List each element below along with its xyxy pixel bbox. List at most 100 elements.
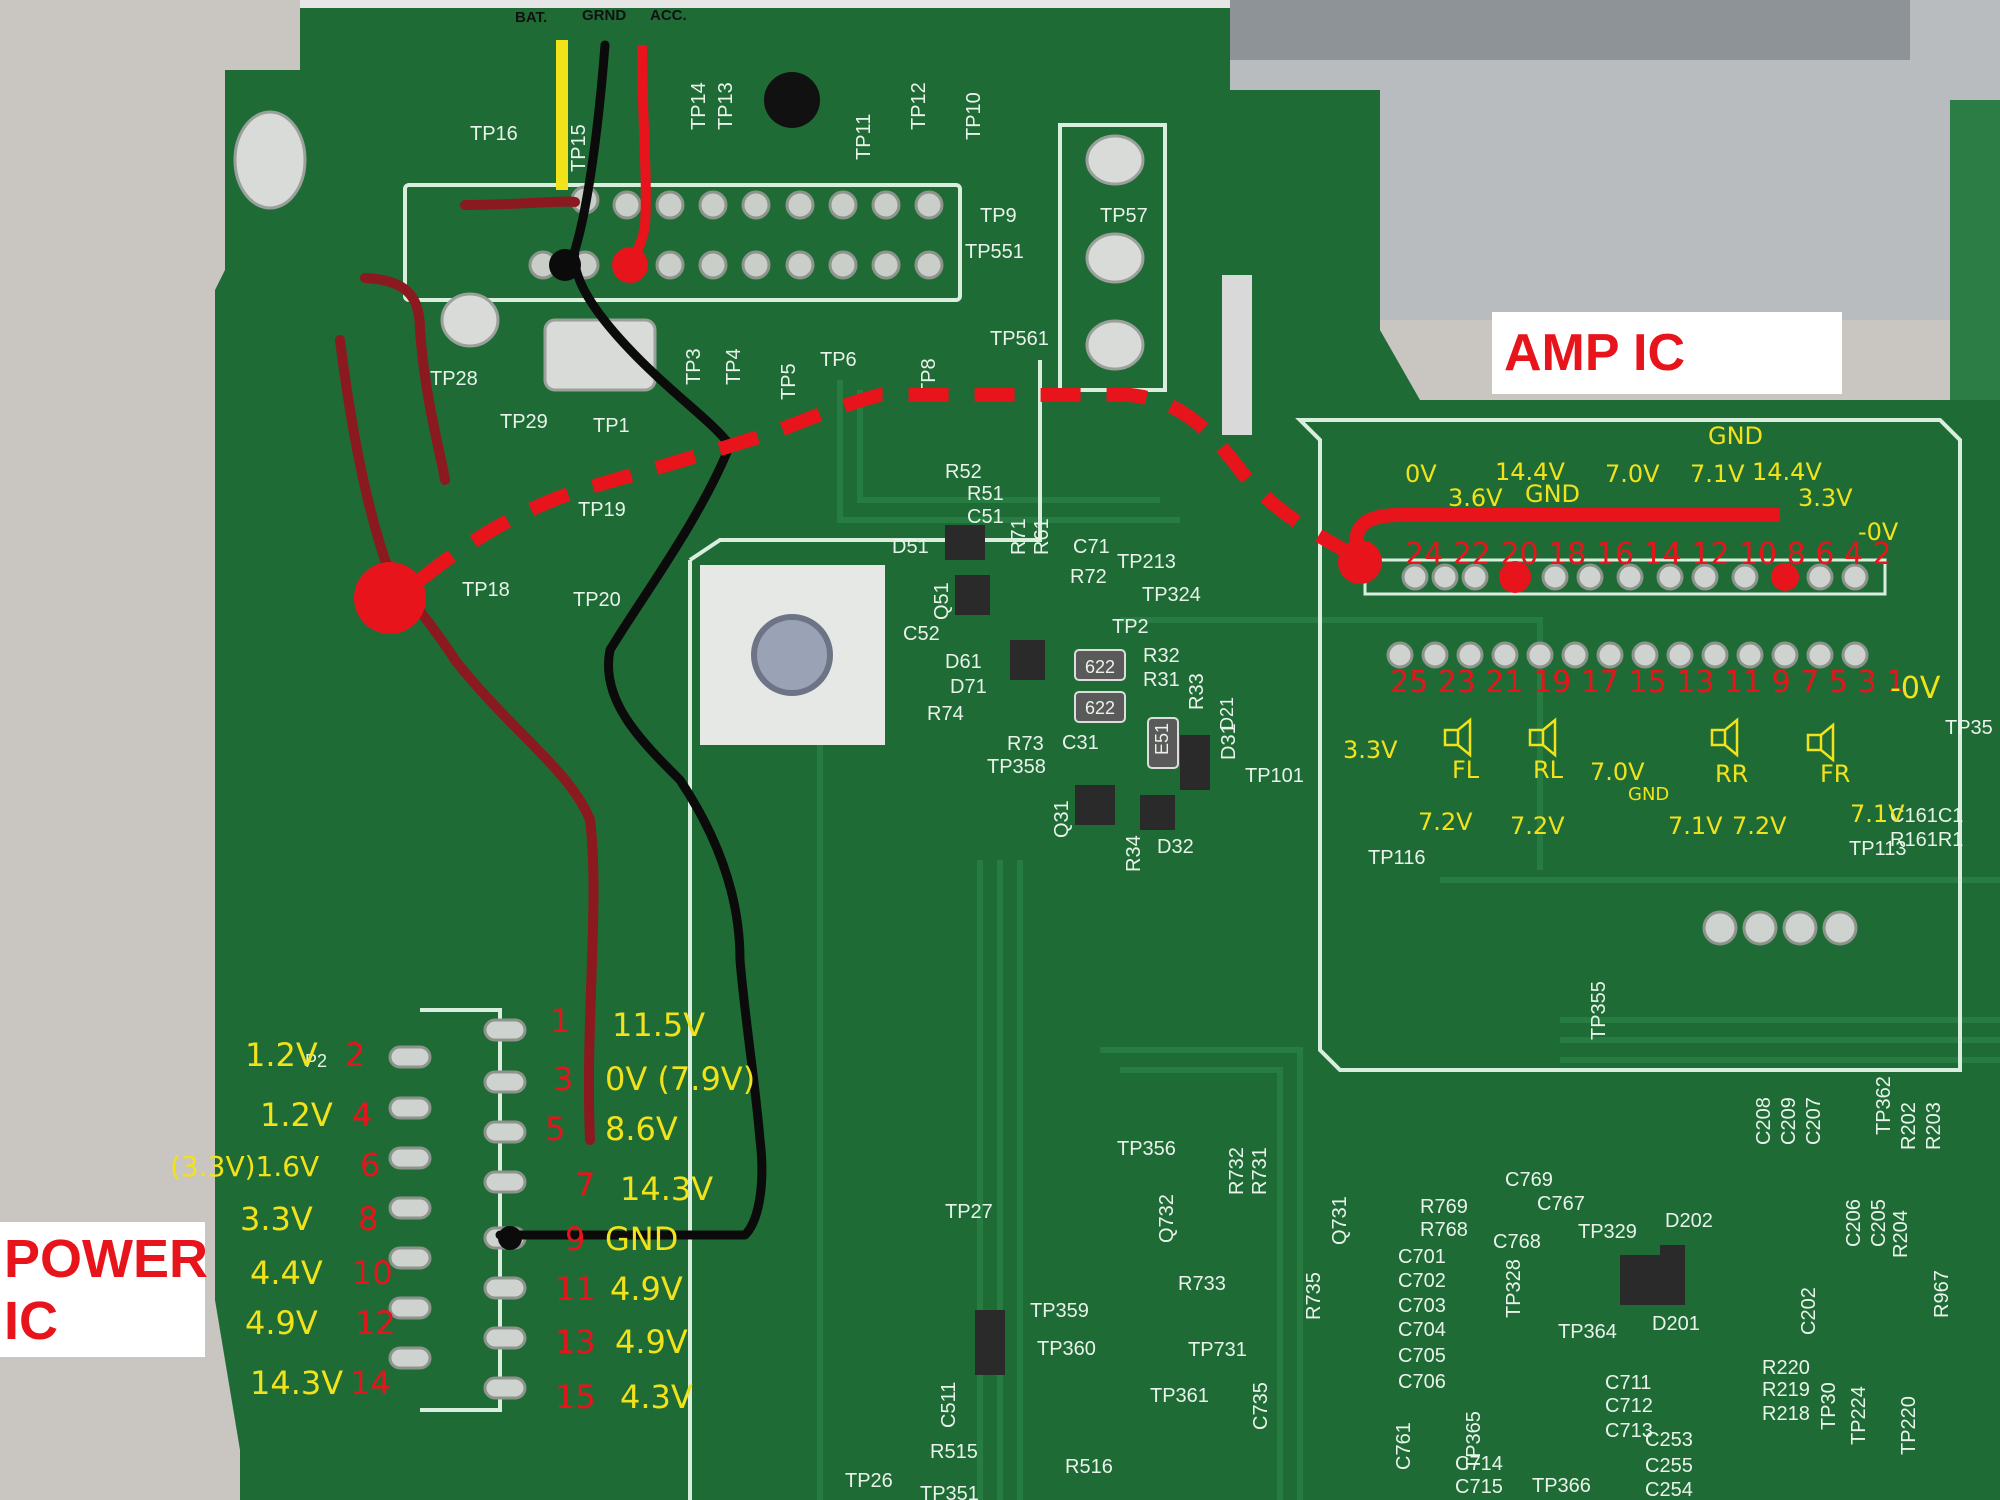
power-right-pin-5: 11 xyxy=(555,1270,596,1308)
svg-text:TP731: TP731 xyxy=(1188,1339,1247,1361)
power-right-v-5: 4.9V xyxy=(610,1270,683,1308)
svg-text:C253: C253 xyxy=(1645,1429,1693,1451)
power-ic-pads xyxy=(388,1018,527,1400)
svg-text:R967: R967 xyxy=(1931,1270,1953,1318)
svg-text:D61: D61 xyxy=(945,651,982,673)
svg-text:C703: C703 xyxy=(1398,1295,1446,1317)
amp-v-6: GND xyxy=(1708,422,1763,450)
svg-text:C715: C715 xyxy=(1455,1476,1503,1498)
svg-text:Q732: Q732 xyxy=(1156,1194,1178,1243)
svg-text:TP57: TP57 xyxy=(1100,205,1148,227)
svg-text:TP9: TP9 xyxy=(980,205,1017,227)
svg-text:Q51: Q51 xyxy=(931,582,953,620)
amp-v-1: 3.6V xyxy=(1448,484,1503,512)
amp-pin-numbers: 24 22 20 18 16 14 12 10 8 6 4 2 25 23 21… xyxy=(1390,537,1905,700)
svg-text:TP355: TP355 xyxy=(1588,981,1610,1040)
svg-text:C209: C209 xyxy=(1778,1097,1800,1145)
silkscreen-labels: TP16 TP15 TP14 TP13 TP12 TP11 TP10 TP9 T… xyxy=(305,82,1993,1500)
svg-text:R218: R218 xyxy=(1762,1403,1810,1425)
svg-text:TP101: TP101 xyxy=(1245,765,1304,787)
power-right-v-7: 4.3V xyxy=(620,1378,693,1416)
amp-bv-4: 7.0V xyxy=(1590,758,1645,786)
svg-text:C207: C207 xyxy=(1803,1097,1825,1145)
svg-text:TP28: TP28 xyxy=(430,368,478,390)
svg-text:TP358: TP358 xyxy=(987,756,1046,778)
power-right-v-1: 0V (7.9V) xyxy=(605,1060,755,1098)
svg-text:C706: C706 xyxy=(1398,1371,1446,1393)
amp-top-pin-numbers: 24 22 20 18 16 14 12 10 8 6 4 2 xyxy=(1405,537,1892,572)
svg-text:TP551: TP551 xyxy=(965,241,1024,263)
svg-text:C713: C713 xyxy=(1605,1420,1653,1442)
speaker-fl: FL xyxy=(1452,756,1480,784)
svg-text:D201: D201 xyxy=(1652,1313,1700,1335)
svg-text:R220: R220 xyxy=(1762,1357,1810,1379)
svg-text:Q31: Q31 xyxy=(1051,800,1073,838)
svg-text:C161C1: C161C1 xyxy=(1890,805,1963,827)
power-left-pin-2: 6 xyxy=(360,1146,380,1184)
amp-bv-2: 7.2V xyxy=(1418,808,1473,836)
svg-text:E51: E51 xyxy=(1152,723,1172,755)
svg-text:TP362: TP362 xyxy=(1873,1076,1895,1135)
power-left-v-4: 4.4V xyxy=(250,1254,323,1292)
svg-text:TP13: TP13 xyxy=(715,82,737,130)
svg-text:TP35: TP35 xyxy=(1945,717,1993,739)
resistors xyxy=(1074,649,1179,769)
amp-bv-3: 7.2V xyxy=(1510,812,1565,840)
svg-text:C208: C208 xyxy=(1753,1097,1775,1145)
svg-text:TP26: TP26 xyxy=(845,1470,893,1492)
svg-text:TP3: TP3 xyxy=(683,348,705,385)
amp-v-0: 0V xyxy=(1405,460,1437,488)
power-right-v-0: 11.5V xyxy=(612,1006,705,1044)
amp-v-2: 14.4V xyxy=(1495,458,1565,486)
amp-v-5: 7.1V xyxy=(1690,460,1745,488)
acc-tag: ACC. xyxy=(650,7,687,24)
svg-text:R768: R768 xyxy=(1420,1219,1468,1241)
svg-text:D21: D21 xyxy=(1217,697,1237,730)
svg-text:TP30: TP30 xyxy=(1818,1382,1840,1430)
amp-v-9: -0V xyxy=(1858,518,1899,546)
svg-text:P2: P2 xyxy=(305,1051,327,1071)
speaker-rl: RL xyxy=(1533,756,1564,784)
svg-text:R33: R33 xyxy=(1186,673,1208,710)
svg-text:C52: C52 xyxy=(903,623,940,645)
svg-text:TP328: TP328 xyxy=(1503,1259,1525,1318)
amp-bv-5: GND xyxy=(1628,784,1669,805)
svg-text:TP324: TP324 xyxy=(1142,584,1201,606)
power-right-v-4: GND xyxy=(605,1220,678,1258)
power-left-pin-4: 10 xyxy=(352,1254,393,1292)
svg-text:TP561: TP561 xyxy=(990,328,1049,350)
amp-v-8: 3.3V xyxy=(1798,484,1853,512)
power-left-v-5: 4.9V xyxy=(245,1304,318,1342)
power-right-v-2: 8.6V xyxy=(605,1110,678,1148)
svg-text:TP365: TP365 xyxy=(1463,1411,1485,1470)
svg-text:R61: R61 xyxy=(1031,518,1053,555)
svg-text:TP19: TP19 xyxy=(578,499,626,521)
svg-text:TP361: TP361 xyxy=(1150,1385,1209,1407)
svg-text:R733: R733 xyxy=(1178,1273,1226,1295)
power-right-v-6: 4.9V xyxy=(615,1323,688,1361)
svg-text:C702: C702 xyxy=(1398,1270,1446,1292)
amp-pin-6-point xyxy=(1771,563,1799,591)
svg-text:TP4: TP4 xyxy=(723,348,745,385)
power-left-v-0: 1.2V xyxy=(245,1036,318,1074)
svg-text:R72: R72 xyxy=(1070,566,1107,588)
amp-supply-point xyxy=(1338,540,1382,584)
amp-bv-6: 7.1V xyxy=(1668,812,1723,840)
svg-text:C206: C206 xyxy=(1843,1199,1865,1247)
svg-text:TP14: TP14 xyxy=(688,82,710,130)
svg-text:R219: R219 xyxy=(1762,1379,1810,1401)
svg-text:C705: C705 xyxy=(1398,1345,1446,1367)
power-ic-label-line2: IC xyxy=(4,1291,58,1351)
power-route xyxy=(415,388,1364,586)
svg-text:R732: R732 xyxy=(1226,1147,1248,1195)
svg-text:R202: R202 xyxy=(1898,1102,1920,1150)
svg-text:C205: C205 xyxy=(1868,1199,1890,1247)
svg-text:TP6: TP6 xyxy=(820,349,857,371)
amp-v-7: 14.4V xyxy=(1752,458,1822,486)
battery-wires xyxy=(335,196,599,1145)
svg-text:TP18: TP18 xyxy=(462,579,510,601)
acc-point xyxy=(612,247,648,283)
amp-bv-8: 7.1V xyxy=(1850,800,1905,828)
power-left-v-3: 3.3V xyxy=(240,1200,313,1238)
